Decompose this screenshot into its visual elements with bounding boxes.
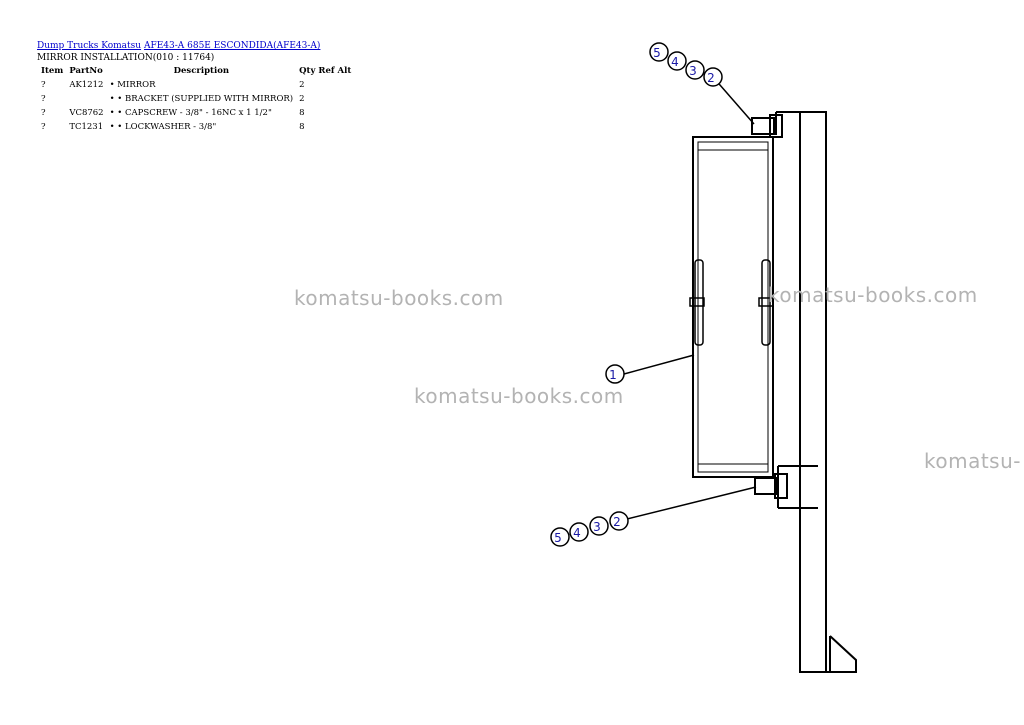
col-item: Item [41,66,64,76]
cell-partno: VC8762 [69,108,104,118]
table-row: ? VC8762 • • CAPSCREW - 3/8" - 16NC x 1 … [38,106,354,120]
table-header-row: Item PartNo Description Qty Ref Alt [38,66,354,78]
header: Dump Trucks Komatsu AFE43-A 685E ESCONDI… [37,40,320,64]
page-title: MIRROR INSTALLATION(010 : 11764) [37,53,215,63]
col-qty: Qty Ref Alt [299,66,352,76]
cell-item: ? [41,108,46,118]
cell-description: • • BRACKET (SUPPLIED WITH MIRROR) [109,94,294,104]
watermark: komatsu- [924,449,1021,473]
col-partno: PartNo [69,66,103,76]
cell-item: ? [41,94,46,104]
cell-description: • • CAPSCREW - 3/8" - 16NC x 1 1/2" [109,108,272,118]
top-bracket [751,117,775,135]
mirror-frame [692,136,774,478]
mirror-glass [697,141,769,473]
cell-item: ? [41,122,46,132]
bottom-bracket [754,477,778,495]
mounting-post [799,111,827,673]
callout-3-bottom: 3 [593,520,601,534]
callout-2-bottom: 2 [613,515,621,529]
callout-1: 1 [609,368,617,382]
callout-1-circle [605,364,625,384]
callout-5-bottom: 5 [554,531,562,545]
cell-partno: TC1231 [69,122,104,132]
callout-3-top: 3 [689,64,697,78]
callout-2-top: 2 [707,71,715,85]
callout-4-bottom: 4 [573,526,581,540]
col-description: Description [173,66,230,76]
cell-description: • MIRROR [109,80,156,90]
cell-qty: 8 [299,108,305,118]
watermark: komatsu-books.com [294,286,504,310]
watermark: komatsu-books.com [768,283,978,307]
table-row: ? AK1212 • MIRROR 2 [38,78,354,92]
breadcrumb-link-model[interactable]: AFE43-A 685E ESCONDIDA(AFE43-A) [143,41,321,51]
parts-table: Item PartNo Description Qty Ref Alt ? AK… [38,66,354,134]
table-row: ? • • BRACKET (SUPPLIED WITH MIRROR) 2 [38,92,354,106]
cell-qty: 2 [299,94,305,104]
table-row: ? TC1231 • • LOCKWASHER - 3/8" 8 [38,120,354,134]
cell-item: ? [41,80,46,90]
callout-5-top: 5 [653,46,661,60]
post-base [800,635,857,673]
cell-qty: 8 [299,122,305,132]
watermark: komatsu-books.com [414,384,624,408]
cell-qty: 2 [299,80,305,90]
breadcrumb-link-dump-trucks[interactable]: Dump Trucks Komatsu [37,41,142,51]
breadcrumb: Dump Trucks Komatsu AFE43-A 685E ESCONDI… [37,40,320,52]
callouts-top [649,42,723,87]
cell-partno: AK1212 [69,80,104,90]
callout-4-top: 4 [671,55,679,69]
cell-description: • • LOCKWASHER - 3/8" [109,122,217,132]
callouts-bottom [550,511,629,547]
